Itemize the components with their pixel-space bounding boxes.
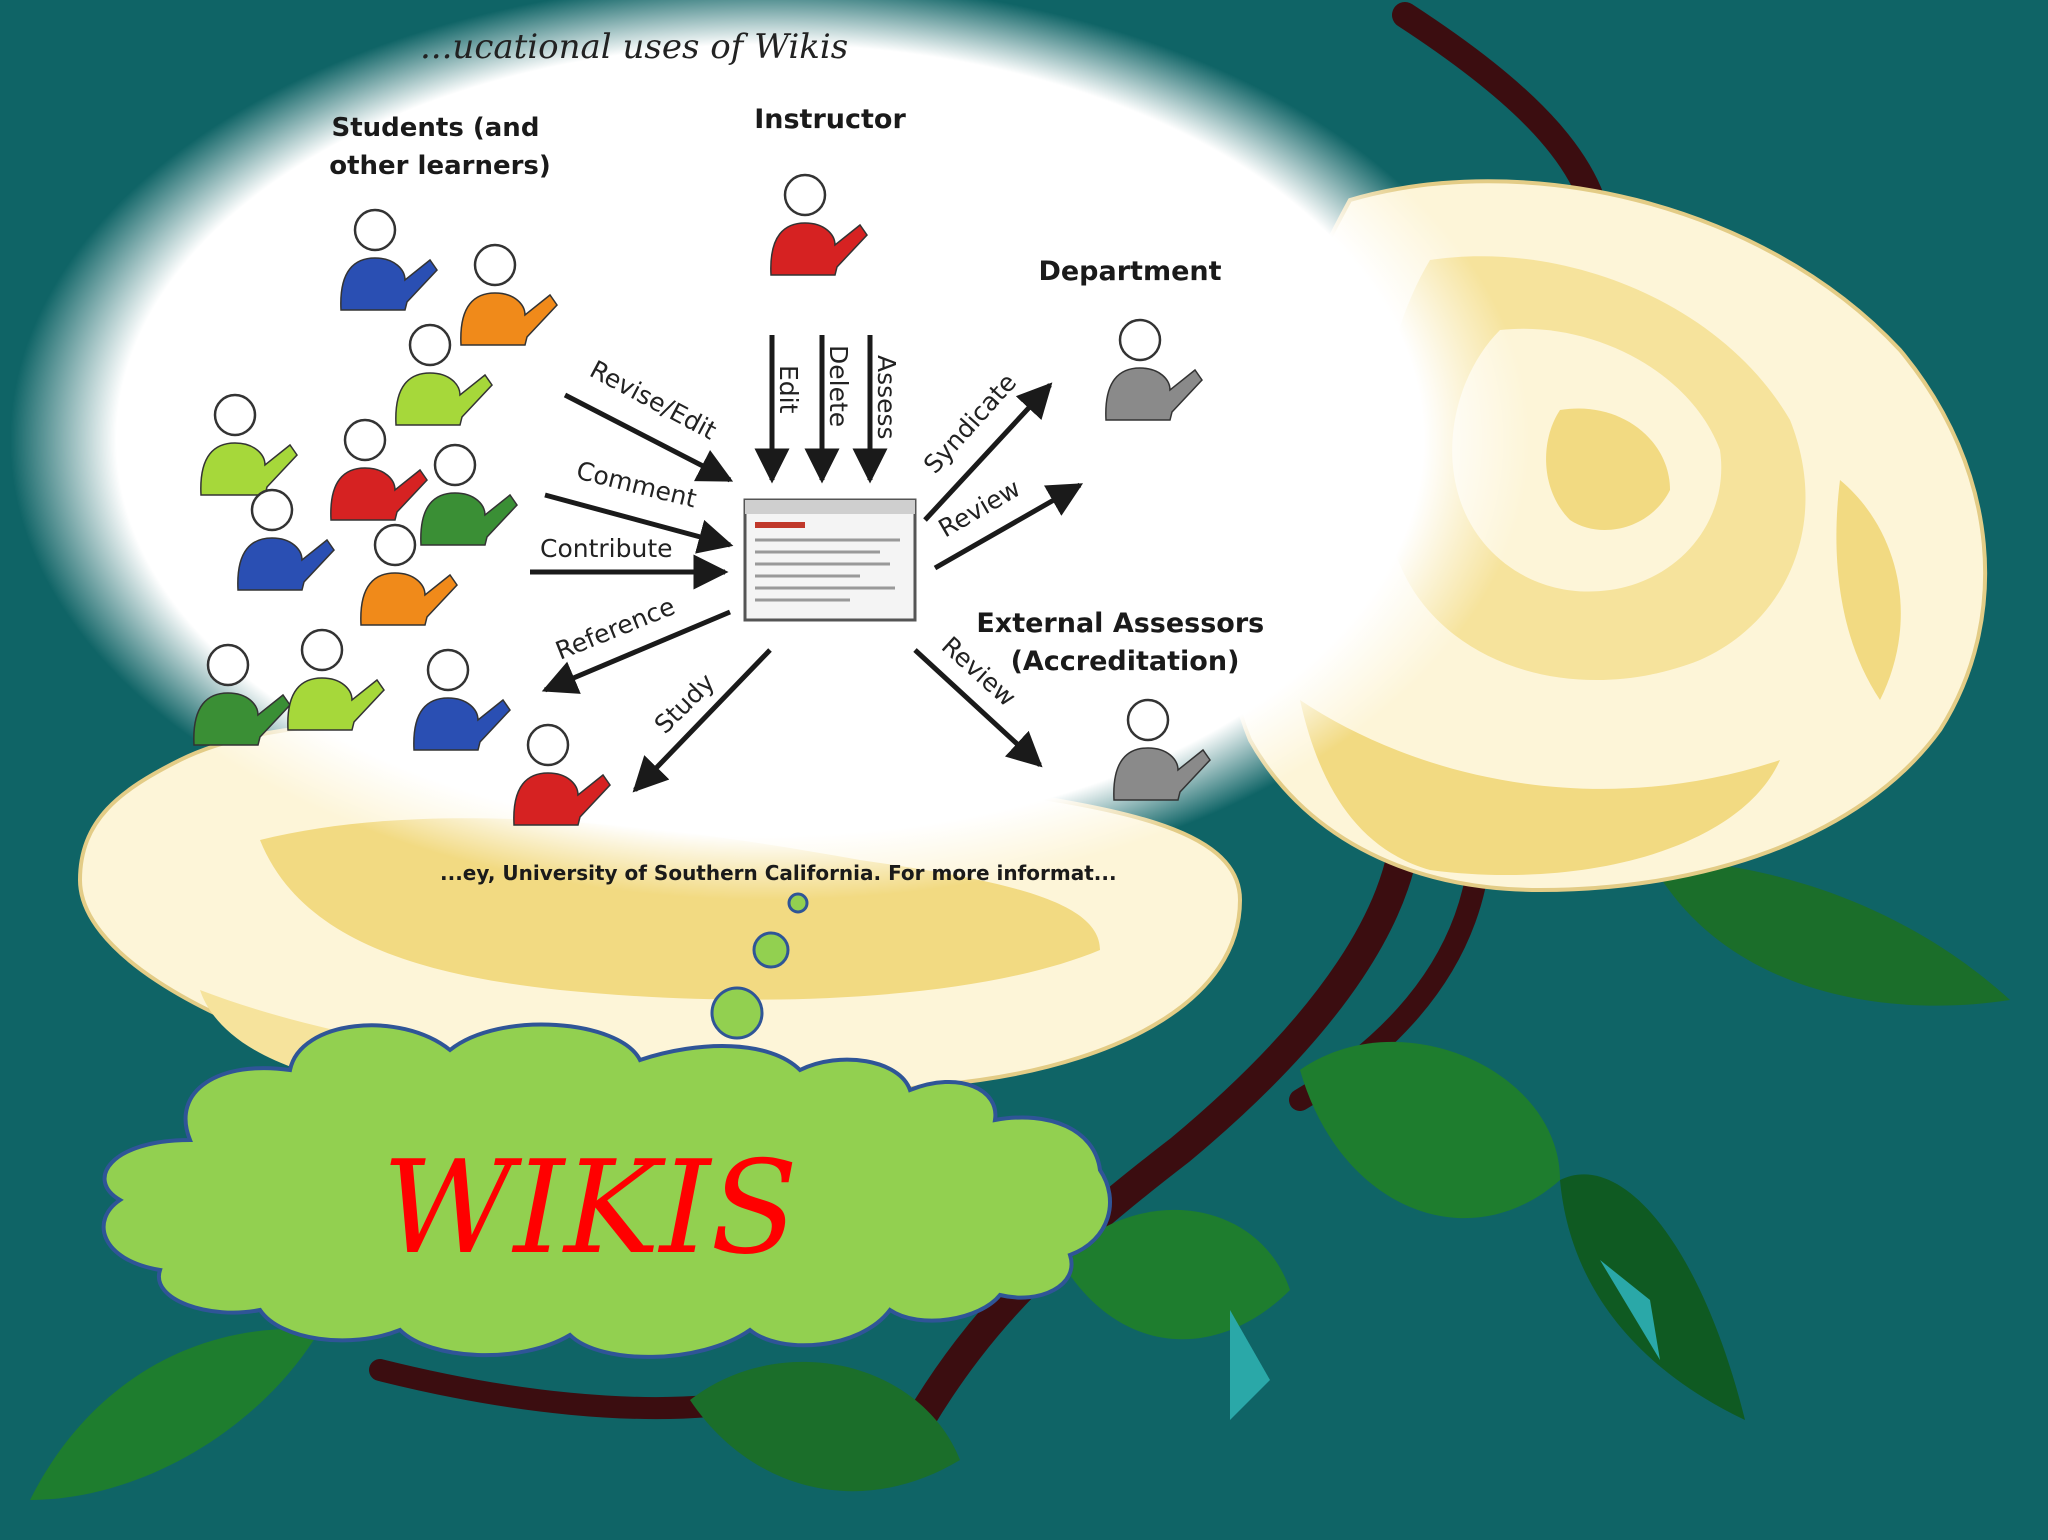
people-figures	[193, 173, 1211, 826]
instructor-label: Instructor	[754, 104, 906, 135]
person-figure	[513, 723, 611, 826]
rose-leaves	[30, 860, 2010, 1500]
person-figure	[330, 418, 428, 521]
label-contribute: Contribute	[540, 534, 673, 563]
diagram-credit: ...ey, University of Southern California…	[440, 861, 1117, 885]
arrow-syndicate	[923, 382, 1053, 522]
person-figure	[1113, 698, 1211, 801]
arrow-revise-edit	[563, 392, 734, 483]
diagram-arrows	[530, 335, 1084, 793]
person-figure	[460, 243, 558, 346]
person-figure	[395, 323, 493, 426]
person-figure	[340, 208, 438, 311]
arrow-reference	[541, 609, 731, 694]
slide-title: WIKIS	[382, 1134, 798, 1283]
label-delete: Delete	[824, 345, 853, 427]
arrow-study	[632, 648, 772, 793]
department-label: Department	[1038, 256, 1221, 287]
students-label: Students (and other learners)	[329, 113, 551, 181]
person-figure	[770, 173, 868, 276]
arrow-review-department	[933, 482, 1084, 571]
person-figure	[200, 393, 298, 496]
arrow-review-external	[913, 648, 1043, 768]
external-assessors-label: External Assessors (Accreditation)	[976, 608, 1273, 677]
arrow-comment	[544, 492, 734, 554]
wiki-page-icon	[743, 498, 917, 622]
label-edit: Edit	[774, 365, 803, 414]
person-figure	[237, 488, 335, 591]
person-figure	[1105, 318, 1203, 421]
title-cloud: WIKIS	[101, 1022, 1112, 1359]
diagram-heading: ...ucational uses of Wikis	[420, 27, 848, 67]
label-assess: Assess	[872, 355, 901, 440]
person-figure	[287, 628, 385, 731]
person-figure	[193, 643, 291, 746]
person-figure	[420, 443, 518, 546]
person-figure	[413, 648, 511, 751]
thought-bubbles	[710, 892, 809, 1040]
person-figure	[360, 523, 458, 626]
